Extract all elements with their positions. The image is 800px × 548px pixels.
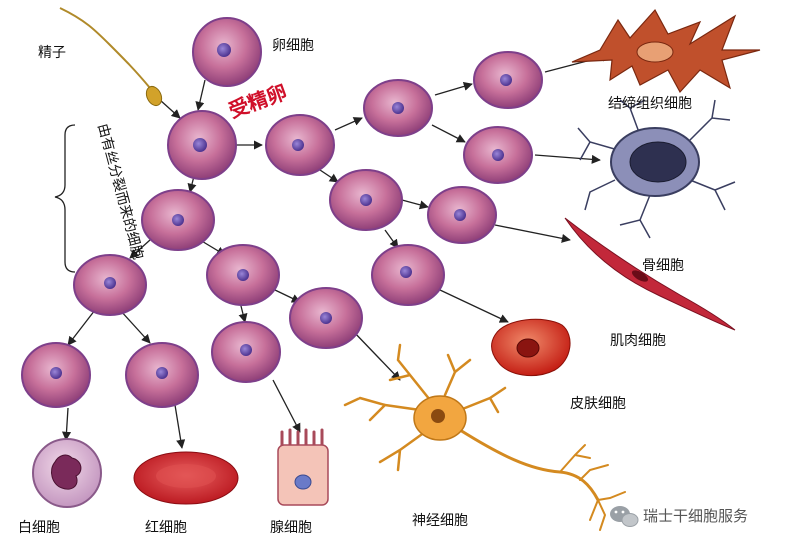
cell-r3-c xyxy=(427,186,497,244)
cell-r3-b xyxy=(463,126,533,184)
label-egg: 卵细胞 xyxy=(272,38,314,54)
skin-cell xyxy=(491,318,571,376)
white-blood-cell xyxy=(32,438,102,508)
zygote-cell xyxy=(167,110,237,180)
label-zygote: 受精卵 xyxy=(226,80,291,123)
egg-cell xyxy=(192,17,262,87)
bone-cell xyxy=(577,99,736,239)
cell-r3-d xyxy=(371,244,445,306)
watermark: 瑞士干细胞服务 xyxy=(610,506,748,527)
red-blood-cell xyxy=(133,451,239,505)
label-muscle: 肌肉细胞 xyxy=(610,333,666,349)
label-gland: 腺细胞 xyxy=(270,520,312,536)
label-connective: 结缔组织细胞 xyxy=(608,95,692,112)
watermark-text: 瑞士干细胞服务 xyxy=(643,507,748,525)
cell-r1-a xyxy=(265,114,335,176)
nerve-cell xyxy=(343,343,626,531)
cell-l3-d xyxy=(289,287,363,349)
cell-r2-a xyxy=(363,79,433,137)
label-mitosis-note: 由有丝分裂而来的细胞 xyxy=(94,122,146,261)
cell-l3-b xyxy=(125,342,199,408)
cell-l2-a xyxy=(73,254,147,316)
cell-l2-b xyxy=(206,244,280,306)
cell-l1 xyxy=(141,189,215,251)
label-white-blood: 白细胞 xyxy=(18,520,60,536)
cell-l3-c xyxy=(211,321,281,383)
label-bone: 骨细胞 xyxy=(642,258,684,274)
wechat-icon xyxy=(610,506,639,527)
mitosis-bracket xyxy=(54,124,76,273)
label-nerve: 神经细胞 xyxy=(412,513,468,529)
cell-r2-b xyxy=(329,169,403,231)
arrow-sperm-to-zygote xyxy=(159,99,181,119)
gland-cell xyxy=(277,428,329,506)
label-sperm: 精子 xyxy=(38,45,66,61)
muscle-cell xyxy=(564,217,736,331)
arrows xyxy=(61,52,611,449)
label-skin: 皮肤细胞 xyxy=(570,396,626,412)
sperm-cell xyxy=(59,7,163,107)
cell-r3-a xyxy=(473,51,543,109)
cell-l3-a xyxy=(21,342,91,408)
label-red-blood: 红细胞 xyxy=(145,520,187,536)
arrow-egg-to-zygote xyxy=(195,79,206,111)
connective-tissue-cell xyxy=(571,8,761,94)
